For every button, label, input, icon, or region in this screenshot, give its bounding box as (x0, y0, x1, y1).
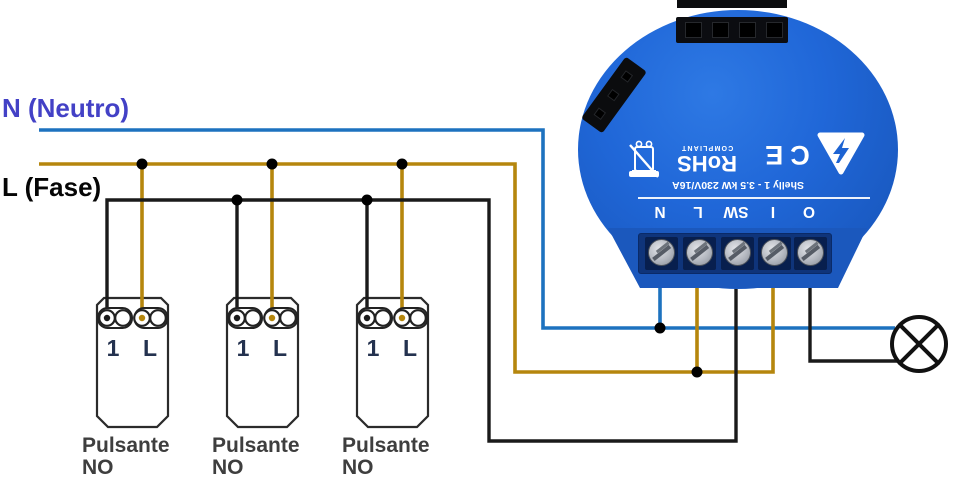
wire-end (233, 314, 241, 322)
button-1-terminal-L-label: L (142, 335, 158, 361)
button-1-terminal-1-label: 1 (106, 335, 120, 361)
junction-dot (231, 194, 243, 206)
neutral-wire (39, 128, 895, 330)
wire-end (268, 314, 276, 322)
caption-line: NO (82, 456, 114, 479)
terminal-hole (114, 309, 132, 327)
pin-header-hole (685, 22, 702, 38)
junction-dot (361, 194, 373, 206)
pin-header (676, 17, 788, 43)
caption-line: NO (212, 456, 244, 479)
terminal-screw (723, 239, 751, 266)
neutral-line-label: N (Neutro) (2, 93, 130, 123)
caption-line: Pulsante (212, 434, 300, 457)
wire-end (363, 314, 371, 322)
junction-dot (136, 158, 148, 170)
device-top-pin-strip (677, 0, 787, 8)
junction-dot (396, 158, 408, 170)
button-2-caption: Pulsante NO (212, 435, 300, 479)
connector-hole (593, 107, 607, 121)
connector-hole (607, 88, 620, 102)
push-button-2 (225, 296, 300, 429)
phase-line-label: L (Fase) (2, 172, 102, 202)
rohs-mark: RoHS COMPLIANT (664, 134, 750, 176)
button-3-caption: Pulsante NO (342, 435, 430, 479)
lamp-cross-line (897, 322, 941, 366)
terminal-hole (409, 309, 427, 327)
pin-header-hole (739, 22, 756, 38)
wire-end (398, 314, 406, 322)
button-1-caption: Pulsante NO (82, 435, 170, 479)
terminal-label-O: O (802, 203, 816, 220)
caption-line: NO (342, 456, 374, 479)
terminal-label-I: I (770, 203, 776, 220)
junction-dots (136, 158, 703, 378)
high-voltage-triangle-icon (817, 131, 865, 175)
pin-header-hole (712, 22, 729, 38)
button-2-terminal-1-label: 1 (236, 335, 250, 361)
rohs-title: RoHS (677, 151, 737, 176)
button-2-terminal-L-label: L (272, 335, 288, 361)
phase-wire (39, 162, 775, 374)
lamp-icon (890, 315, 948, 373)
terminal-screw (760, 239, 788, 266)
ce-mark: CE (758, 140, 810, 170)
button-3-terminals (357, 307, 429, 329)
terminal-hole (374, 309, 392, 327)
terminal-block (638, 233, 832, 274)
wire-end (103, 314, 111, 322)
junction-dot (266, 158, 278, 170)
pin-header-hole (766, 22, 783, 38)
terminal-screw (796, 239, 824, 266)
button-3-terminal-1-label: 1 (366, 335, 380, 361)
terminal-label-SW: SW (723, 203, 749, 220)
wire-end (138, 314, 146, 322)
caption-line: Pulsante (82, 434, 170, 457)
switched-wire (105, 198, 738, 443)
device-name-plate: Shelly 1 - 3.5 kW 230V/16A (672, 179, 804, 191)
connector-hole (620, 70, 634, 83)
shelly-device: RoHS COMPLIANT CE Shelly 1 - 3.5 kW 230V… (578, 10, 898, 289)
terminal-hole (149, 309, 167, 327)
junction-dot (654, 322, 666, 334)
caption-line: Pulsante (342, 434, 430, 457)
terminal-screw (685, 239, 713, 266)
terminal-screw (647, 239, 675, 266)
terminal-hole (244, 309, 262, 327)
junction-dot (691, 366, 703, 378)
panel-separator-line (638, 197, 870, 199)
button-outline (355, 296, 430, 429)
terminal-label-N: N (654, 203, 666, 220)
weee-bin-icon (627, 129, 661, 179)
button-outline (95, 296, 170, 429)
output-wire (808, 268, 897, 363)
button-3-terminal-L-label: L (402, 335, 418, 361)
push-button-3 (355, 296, 430, 429)
terminal-hole (279, 309, 297, 327)
button-1-terminals (97, 307, 169, 329)
terminal-label-L: L (693, 203, 703, 220)
button-2-terminals (227, 307, 299, 329)
push-button-1 (95, 296, 170, 429)
button-outline (225, 296, 300, 429)
